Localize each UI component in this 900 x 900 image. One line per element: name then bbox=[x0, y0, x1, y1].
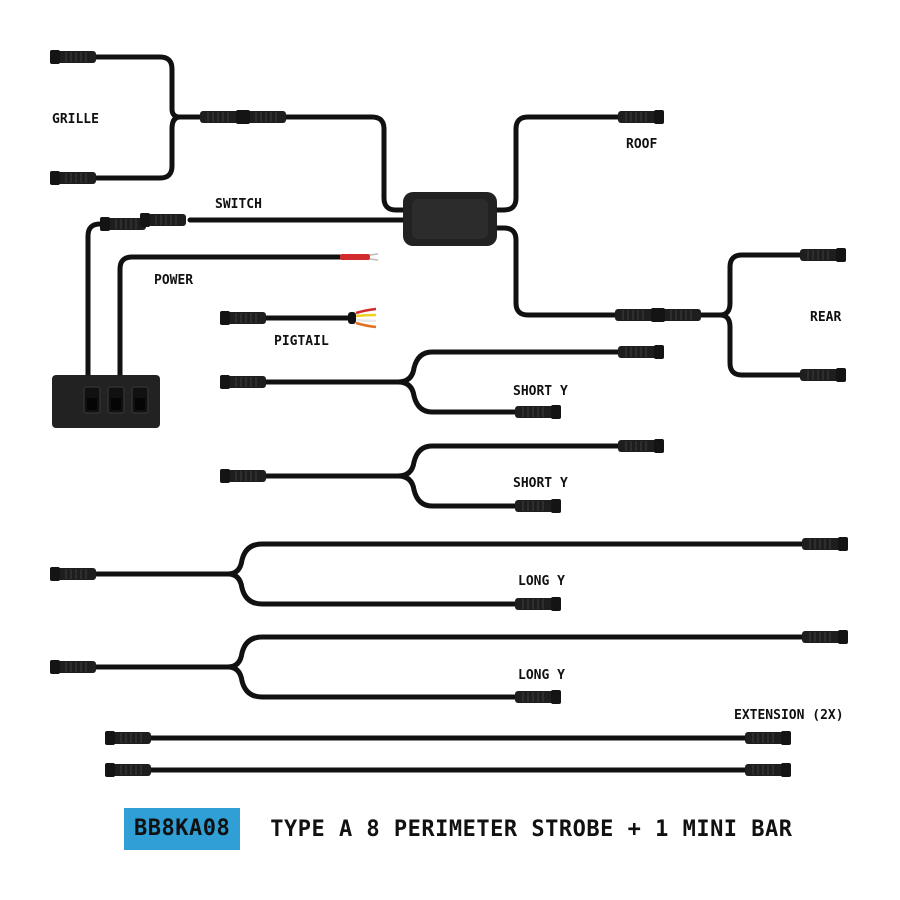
label-rear: REAR bbox=[810, 310, 841, 325]
connector-plug bbox=[105, 763, 151, 777]
connector-plug bbox=[220, 311, 266, 325]
grille-wire-lower bbox=[92, 114, 183, 181]
switch-wire-to-panel bbox=[85, 221, 115, 379]
connector-plug bbox=[515, 597, 561, 611]
rear-wire-upper bbox=[717, 252, 808, 318]
rocker-switch-icon bbox=[107, 386, 125, 414]
switch-panel bbox=[52, 375, 160, 428]
label-grille: GRILLE bbox=[52, 112, 99, 127]
label-extension: EXTENSION (2X) bbox=[734, 708, 844, 723]
rocker-switch-icon bbox=[83, 386, 101, 414]
power-wire bbox=[117, 254, 353, 379]
connector-plug bbox=[105, 731, 151, 745]
label-short-y-1: SHORT Y bbox=[513, 384, 568, 399]
connector-plug bbox=[100, 217, 146, 231]
power-wire-tip bbox=[340, 253, 379, 261]
connector-plug bbox=[618, 110, 664, 124]
short-y-2-lower bbox=[395, 473, 519, 509]
label-long-y-2: LONG Y bbox=[518, 668, 565, 683]
connector-plug bbox=[515, 499, 561, 513]
label-pigtail: PIGTAIL bbox=[274, 334, 329, 349]
grille-wire bbox=[92, 54, 333, 120]
connector-plug bbox=[800, 368, 846, 382]
connector-plug bbox=[802, 630, 848, 644]
connector-plug bbox=[50, 171, 96, 185]
connector-plug bbox=[515, 690, 561, 704]
connector-plug bbox=[745, 763, 791, 777]
connector-plug bbox=[220, 375, 266, 389]
long-y-1-upper bbox=[225, 541, 808, 577]
rear-wire-lower bbox=[717, 312, 808, 378]
connector-plug bbox=[618, 345, 664, 359]
connector-plug bbox=[50, 50, 96, 64]
connector-plug bbox=[50, 660, 96, 674]
roof-wire bbox=[492, 114, 623, 213]
short-y-1-upper bbox=[395, 349, 623, 385]
connector-plug bbox=[745, 731, 791, 745]
kit-title: TYPE A 8 PERIMETER STROBE + 1 MINI BAR bbox=[270, 816, 793, 842]
junction-hub bbox=[403, 192, 497, 246]
connector-plug bbox=[800, 248, 846, 262]
connector-plug bbox=[140, 213, 186, 227]
connector-plug bbox=[515, 405, 561, 419]
rear-trunk-wire bbox=[492, 225, 723, 318]
label-switch: SWITCH bbox=[215, 197, 262, 212]
connector-plug bbox=[618, 439, 664, 453]
connector-plug bbox=[220, 469, 266, 483]
connector-plug bbox=[615, 308, 661, 322]
wires bbox=[85, 54, 808, 773]
long-y-1-lower bbox=[225, 571, 519, 607]
label-roof: ROOF bbox=[626, 137, 657, 152]
label-long-y-1: LONG Y bbox=[518, 574, 565, 589]
long-y-2-upper bbox=[225, 634, 808, 670]
connectors bbox=[50, 50, 848, 777]
connector-plug bbox=[200, 110, 246, 124]
rocker-switch-icon bbox=[131, 386, 149, 414]
short-y-1-lower bbox=[395, 379, 519, 415]
labels: GRILLE SWITCH POWER ROOF REAR PIGTAIL SH… bbox=[52, 112, 844, 723]
connector-plug bbox=[802, 537, 848, 551]
label-short-y-2: SHORT Y bbox=[513, 476, 568, 491]
sku-badge: BB8KA08 bbox=[124, 808, 241, 850]
pigtail-leads bbox=[348, 307, 377, 329]
long-y-2-lower bbox=[225, 664, 519, 700]
label-power: POWER bbox=[154, 273, 193, 288]
short-y-2-upper bbox=[395, 443, 623, 479]
grille-trunk-wire bbox=[327, 114, 408, 213]
connector-plug bbox=[50, 567, 96, 581]
connector-plug bbox=[240, 110, 286, 124]
connector-plug bbox=[655, 308, 701, 322]
kit-footer: BB8KA08 TYPE A 8 PERIMETER STROBE + 1 MI… bbox=[124, 808, 793, 850]
